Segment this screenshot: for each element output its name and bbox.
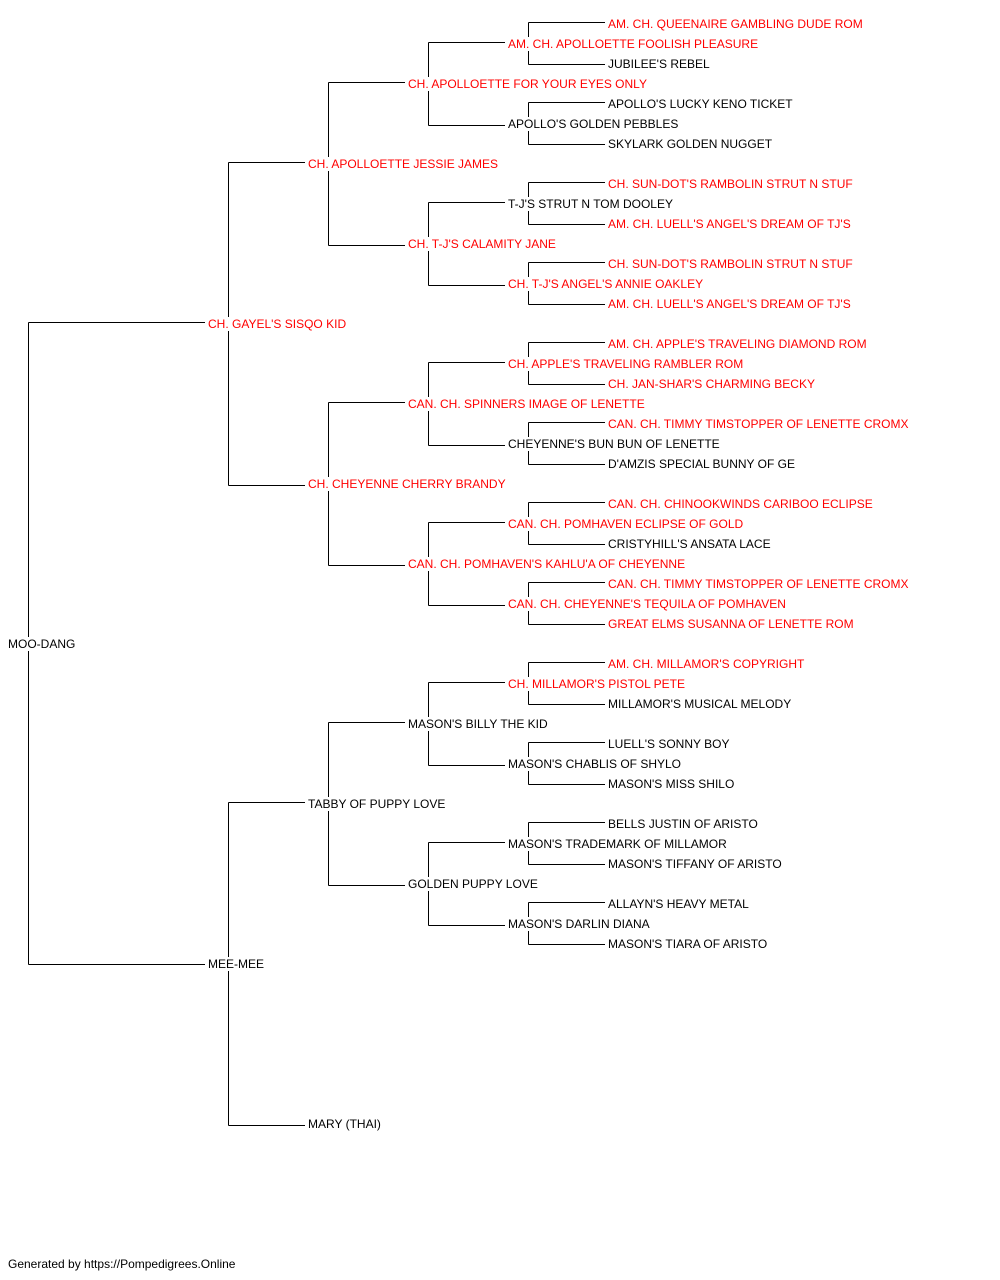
subject-dog: MOO-DANG (8, 637, 76, 651)
g4-ancestor: CHEYENNE'S BUN BUN OF LENETTE (508, 437, 720, 451)
maternal-granddam: MARY (THAI) (308, 1117, 381, 1131)
g4-ancestor: CH. MILLAMOR'S PISTOL PETE (508, 677, 685, 691)
great-grandparent: CAN. CH. SPINNERS IMAGE OF LENETTE (408, 397, 645, 411)
g5-ancestor: AM. CH. QUEENAIRE GAMBLING DUDE ROM (608, 17, 863, 31)
g5-ancestor: CH. JAN-SHAR'S CHARMING BECKY (608, 377, 815, 391)
g5-ancestor: LUELL'S SONNY BOY (608, 737, 730, 751)
g4-ancestor: APOLLO'S GOLDEN PEBBLES (508, 117, 679, 131)
g5-ancestor: AM. CH. LUELL'S ANGEL'S DREAM OF TJ'S (608, 217, 851, 231)
great-grandparent: GOLDEN PUPPY LOVE (408, 877, 538, 891)
great-grandparent: MASON'S BILLY THE KID (408, 717, 548, 731)
g5-ancestor: BELLS JUSTIN OF ARISTO (608, 817, 758, 831)
g5-ancestor: JUBILEE'S REBEL (608, 57, 710, 71)
g5-ancestor: ALLAYN'S HEAVY METAL (608, 897, 749, 911)
g5-ancestor: CAN. CH. TIMMY TIMSTOPPER OF LENETTE CRO… (608, 417, 909, 431)
g4-ancestor: CH. T-J'S ANGEL'S ANNIE OAKLEY (508, 277, 704, 291)
great-grandparent: CAN. CH. POMHAVEN'S KAHLU'A OF CHEYENNE (408, 557, 686, 571)
g5-ancestor: CRISTYHILL'S ANSATA LACE (608, 537, 771, 551)
g4-ancestor: MASON'S DARLIN DIANA (508, 917, 650, 931)
dam: MEE-MEE (208, 957, 265, 971)
g4-ancestor: T-J'S STRUT N TOM DOOLEY (508, 197, 673, 211)
g5-ancestor: MILLAMOR'S MUSICAL MELODY (608, 697, 792, 711)
generated-by-credit: Generated by https://Pompedigrees.Online (8, 1257, 236, 1271)
great-grandparent: CH. T-J'S CALAMITY JANE (408, 237, 556, 251)
g5-ancestor: MASON'S TIARA OF ARISTO (608, 937, 768, 951)
g5-ancestor: CAN. CH. TIMMY TIMSTOPPER OF LENETTE CRO… (608, 577, 909, 591)
g4-ancestor: CAN. CH. POMHAVEN ECLIPSE OF GOLD (508, 517, 744, 531)
paternal-grandsire: CH. APOLLOETTE JESSIE JAMES (308, 157, 499, 171)
g5-ancestor: APOLLO'S LUCKY KENO TICKET (608, 97, 793, 111)
g5-ancestor: CH. SUN-DOT'S RAMBOLIN STRUT N STUF (608, 257, 853, 271)
g5-ancestor: D'AMZIS SPECIAL BUNNY OF GE (608, 457, 795, 471)
g5-ancestor: AM. CH. MILLAMOR'S COPYRIGHT (608, 657, 805, 671)
g5-ancestor: CAN. CH. CHINOOKWINDS CARIBOO ECLIPSE (608, 497, 873, 511)
great-grandparent: CH. APOLLOETTE FOR YOUR EYES ONLY (408, 77, 647, 91)
g5-ancestor: AM. CH. LUELL'S ANGEL'S DREAM OF TJ'S (608, 297, 851, 311)
g5-ancestor: MASON'S MISS SHILO (608, 777, 735, 791)
paternal-granddam: CH. CHEYENNE CHERRY BRANDY (308, 477, 506, 491)
g5-ancestor: SKYLARK GOLDEN NUGGET (608, 137, 773, 151)
g4-ancestor: AM. CH. APOLLOETTE FOOLISH PLEASURE (508, 37, 759, 51)
g4-ancestor: MASON'S TRADEMARK OF MILLAMOR (508, 837, 727, 851)
g5-ancestor: MASON'S TIFFANY OF ARISTO (608, 857, 782, 871)
g4-ancestor: MASON'S CHABLIS OF SHYLO (508, 757, 681, 771)
maternal-grandsire: TABBY OF PUPPY LOVE (308, 797, 446, 811)
g5-ancestor: AM. CH. APPLE'S TRAVELING DIAMOND ROM (608, 337, 867, 351)
g4-ancestor: CAN. CH. CHEYENNE'S TEQUILA OF POMHAVEN (508, 597, 786, 611)
sire: CH. GAYEL'S SISQO KID (208, 317, 347, 331)
g4-ancestor: CH. APPLE'S TRAVELING RAMBLER ROM (508, 357, 744, 371)
g5-ancestor: GREAT ELMS SUSANNA OF LENETTE ROM (608, 617, 854, 631)
g5-ancestor: CH. SUN-DOT'S RAMBOLIN STRUT N STUF (608, 177, 853, 191)
